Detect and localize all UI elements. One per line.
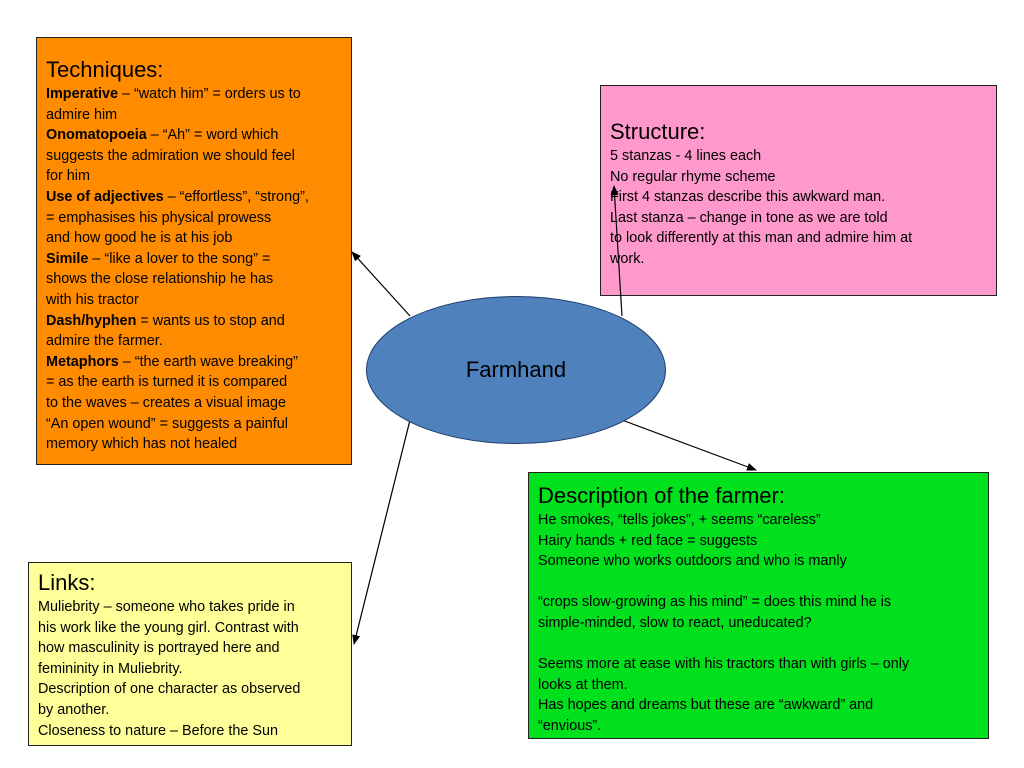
description-line: Seems more at ease with his tractors tha… bbox=[538, 656, 910, 673]
description-line: Has hopes and dreams but these are “awkw… bbox=[538, 697, 874, 714]
techniques-line: Use of adjectives – “effortless”, “stron… bbox=[46, 187, 342, 208]
techniques-line: and how good he is at his job bbox=[46, 228, 342, 249]
links-box: Links: Muliebrity – someone who takes pr… bbox=[28, 562, 352, 746]
center-node: Farmhand bbox=[366, 296, 666, 444]
techniques-line: memory which has not healed bbox=[46, 434, 342, 455]
technique-term: Dash/hyphen bbox=[46, 312, 137, 329]
techniques-box: Techniques: Imperative – “watch him” = o… bbox=[36, 37, 352, 465]
arrow-to-techniques bbox=[351, 251, 411, 317]
techniques-line: for him bbox=[46, 166, 342, 187]
technique-text: = emphasises his physical prowess bbox=[46, 209, 272, 226]
description-line: “crops slow-growing as his mind” = does … bbox=[538, 594, 892, 611]
techniques-line: admire him bbox=[46, 105, 342, 126]
techniques-heading: Techniques: bbox=[46, 57, 164, 82]
techniques-line: “An open wound” = suggests a painful bbox=[46, 414, 342, 435]
description-line: He smokes, “tells jokes”, + seems “carel… bbox=[538, 512, 821, 528]
technique-text: admire the farmer. bbox=[46, 333, 163, 350]
links-line: Closeness to nature – Before the Sun bbox=[38, 722, 278, 739]
technique-text: – “the earth wave breaking” bbox=[118, 353, 298, 370]
description-lines: He smokes, “tells jokes”, + seems “carel… bbox=[538, 510, 979, 737]
technique-text: and how good he is at his job bbox=[46, 230, 233, 247]
technique-text: – “like a lover to the song” = bbox=[88, 250, 271, 267]
description-line: Hairy hands + red face = suggests bbox=[538, 532, 758, 549]
links-line: by another. bbox=[38, 701, 110, 718]
technique-term: Imperative bbox=[46, 86, 118, 102]
description-box: Description of the farmer: He smokes, “t… bbox=[528, 472, 989, 739]
links-line: femininity in Muliebrity. bbox=[38, 660, 183, 677]
techniques-line: Metaphors – “the earth wave breaking” bbox=[46, 352, 342, 373]
description-line: simple-minded, slow to react, uneducated… bbox=[538, 614, 812, 631]
technique-text: shows the close relationship he has bbox=[46, 271, 274, 288]
technique-term: Simile bbox=[46, 250, 89, 267]
center-label: Farmhand bbox=[465, 357, 567, 382]
technique-text: memory which has not healed bbox=[46, 436, 238, 453]
technique-text: – “effortless”, “strong”, bbox=[163, 188, 309, 205]
techniques-line: Onomatopoeia – “Ah” = word which bbox=[46, 125, 342, 146]
structure-lines: 5 stanzas - 4 lines each No regular rhyme… bbox=[610, 146, 987, 270]
techniques-line: = emphasises his physical prowess bbox=[46, 208, 342, 229]
technique-text: admire him bbox=[46, 106, 118, 123]
links-lines: Muliebrity – someone who takes pride in h… bbox=[38, 597, 342, 741]
technique-text: for him bbox=[46, 168, 90, 185]
technique-term: Use of adjectives bbox=[46, 188, 164, 205]
links-line: how masculinity is portrayed here and bbox=[38, 640, 280, 657]
structure-box: Structure: 5 stanzas - 4 lines each No re… bbox=[600, 85, 997, 296]
structure-line: work. bbox=[610, 250, 645, 267]
structure-line: First 4 stanzas describe this awkward ma… bbox=[610, 189, 886, 206]
techniques-line: shows the close relationship he has bbox=[46, 269, 342, 290]
technique-text: = wants us to stop and bbox=[136, 312, 285, 329]
technique-text: suggests the admiration we should feel bbox=[46, 147, 295, 164]
techniques-line: Simile – “like a lover to the song” = bbox=[46, 249, 342, 270]
technique-term: Onomatopoeia bbox=[46, 127, 147, 144]
structure-line: No regular rhyme scheme bbox=[610, 168, 776, 185]
links-line: his work like the young girl. Contrast w… bbox=[38, 619, 299, 636]
description-line: “envious”. bbox=[538, 717, 602, 734]
techniques-line: = as the earth is turned it is compared bbox=[46, 372, 342, 393]
arrow-to-links bbox=[352, 419, 411, 645]
technique-text: – “watch him” = orders us to bbox=[118, 86, 301, 102]
structure-line: to look differently at this man and admi… bbox=[610, 230, 913, 247]
description-heading: Description of the farmer: bbox=[538, 483, 785, 508]
technique-text: “An open wound” = suggests a painful bbox=[46, 415, 289, 432]
structure-line: Last stanza – change in tone as we are t… bbox=[610, 209, 888, 226]
techniques-line: Dash/hyphen = wants us to stop and bbox=[46, 311, 342, 332]
links-heading: Links: bbox=[38, 570, 96, 595]
techniques-line: admire the farmer. bbox=[46, 331, 342, 352]
description-spacer bbox=[538, 572, 979, 593]
arrow-to-description bbox=[621, 419, 757, 471]
description-line: looks at them. bbox=[538, 676, 628, 693]
technique-text: = as the earth is turned it is compared bbox=[46, 374, 288, 391]
structure-heading: Structure: bbox=[610, 119, 706, 144]
technique-term: Metaphors bbox=[46, 353, 119, 370]
technique-text: with his tractor bbox=[46, 291, 139, 308]
techniques-line: suggests the admiration we should feel bbox=[46, 146, 342, 167]
techniques-line: Imperative – “watch him” = orders us to bbox=[46, 84, 342, 105]
structure-line: 5 stanzas - 4 lines each bbox=[610, 148, 762, 164]
technique-text: – “Ah” = word which bbox=[146, 127, 279, 144]
description-spacer bbox=[538, 634, 979, 655]
technique-text: to the waves – creates a visual image bbox=[46, 394, 286, 411]
links-line: Muliebrity – someone who takes pride in bbox=[38, 599, 295, 615]
links-line: Description of one character as observed bbox=[38, 681, 301, 698]
techniques-line: with his tractor bbox=[46, 290, 342, 311]
techniques-line: to the waves – creates a visual image bbox=[46, 393, 342, 414]
description-line: Someone who works outdoors and who is ma… bbox=[538, 553, 847, 570]
